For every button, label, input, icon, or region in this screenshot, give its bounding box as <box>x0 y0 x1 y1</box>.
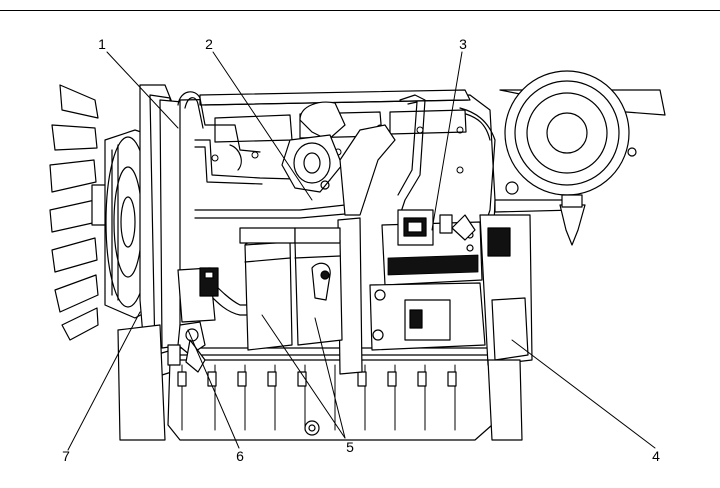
callout-leaders <box>67 51 656 451</box>
top-rule <box>0 10 720 11</box>
callout-5: 5 <box>346 439 354 455</box>
lower-right-assembly <box>369 214 533 441</box>
callout-3: 3 <box>459 36 467 52</box>
fan <box>49 84 107 341</box>
callout-1: 1 <box>98 36 106 52</box>
turbo-elbow <box>281 101 396 375</box>
callout-6: 6 <box>236 448 244 464</box>
callout-4: 4 <box>652 448 660 464</box>
callout-labels: 1 2 3 4 5 6 7 <box>62 36 660 464</box>
callout-7: 7 <box>62 448 70 464</box>
air-filter <box>494 70 666 246</box>
callout-2: 2 <box>205 36 213 52</box>
ecm-module <box>381 209 483 286</box>
fuel-filters <box>239 227 343 351</box>
